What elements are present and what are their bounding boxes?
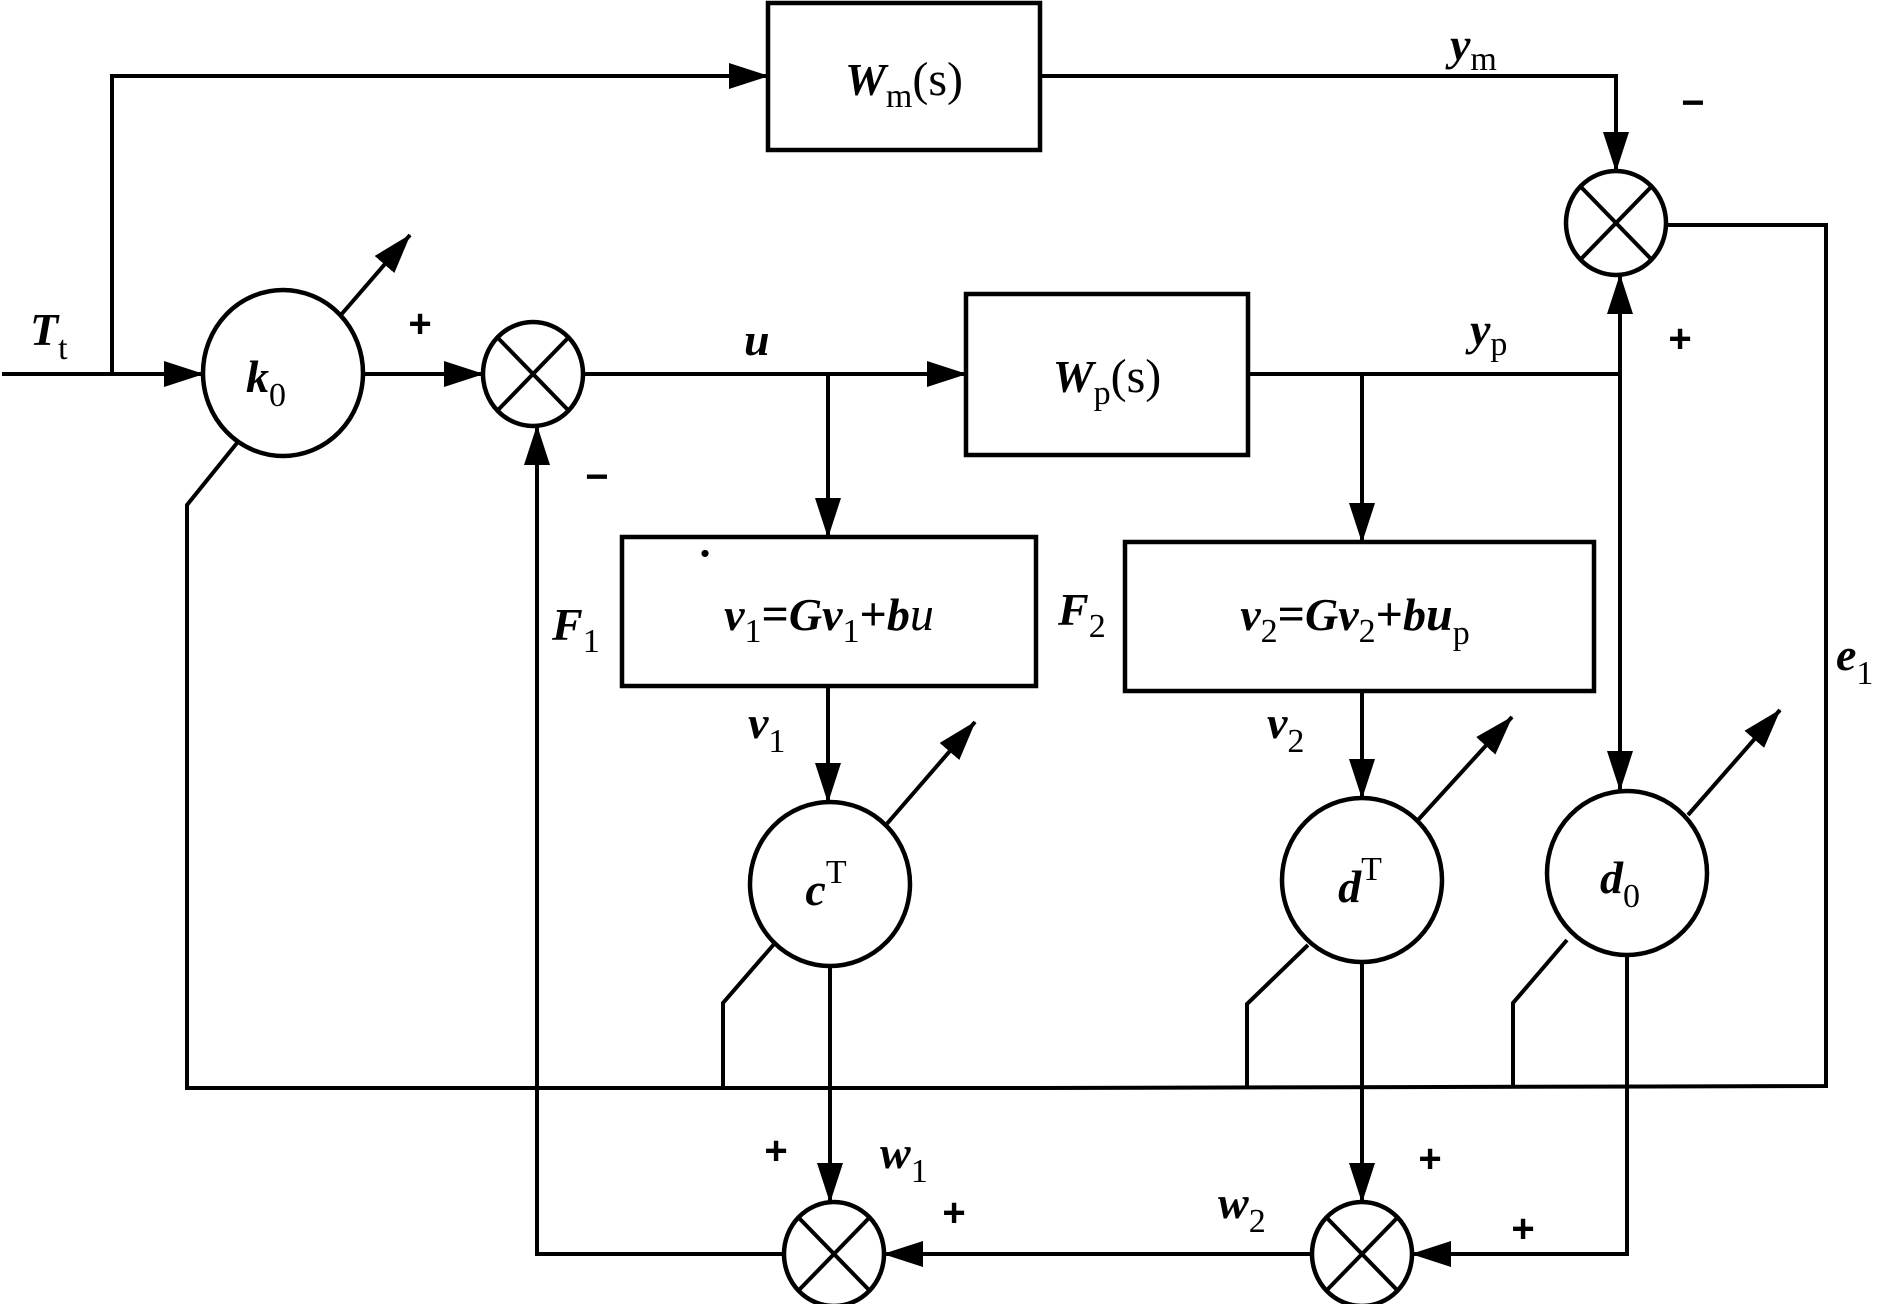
w2-junction-right-plus-sign: + [1511,1207,1534,1251]
filter2-label: F2 [1057,584,1106,645]
w1-junction-top-plus-sign: + [764,1129,787,1173]
signal-tt-label: Tt [30,304,68,367]
junction-w2 [1309,1199,1415,1304]
plant-label: Wp(s) [1053,350,1162,412]
gain-dt: dT [1279,795,1445,965]
w2-junction-top-plus-sign: + [1418,1137,1441,1181]
wire-w1-feedback [524,425,784,1256]
signal-w2-label: w2 [1218,1177,1266,1240]
dt-adjust-arrow [1416,715,1514,822]
wire-e1 [185,223,1828,1090]
error-junction-minus-sign: − [1681,81,1704,125]
wire-ct-adapt-tap [721,941,777,1088]
junction-w1 [781,1199,887,1304]
junction-error [1563,168,1669,278]
ct-adjust-arrow [883,720,977,828]
wire-dt-adapt-tap [1245,943,1310,1087]
signal-v1-label: v1 [748,697,785,760]
w1-junction-right-plus-sign: + [942,1191,965,1235]
signal-w1-label: w1 [880,1127,928,1190]
gain-k0: k0 [200,287,366,459]
junction-input [480,319,586,429]
gain-dt-label: dT [1338,851,1382,912]
filter1-label: F1 [551,599,600,660]
gain-d0: d0 [1544,788,1710,958]
input-junction-plus-sign: + [408,302,431,346]
wires [2,63,1828,1267]
filter2-block: v2=Gv2+bup F2 [1057,539,1597,694]
wire-tt-to-wm [110,63,769,374]
signal-u-label: u [744,314,770,365]
filter1-block: v1=Gv1+bu ˙ F1 [551,534,1039,689]
plant-block: Wp(s) [963,291,1251,458]
wire-ym [1040,74,1629,172]
signal-v2-label: v2 [1267,697,1304,760]
reference-model-label: Wm(s) [845,53,963,115]
input-junction-minus-sign: − [585,455,608,499]
reference-model-block: Wm(s) [765,0,1043,153]
gain-ct-label: cT [805,854,846,915]
filter1-equation: v1=Gv1+bu [724,588,934,650]
wire-d0-out [1411,955,1629,1267]
error-junction-plus-sign: + [1668,317,1691,361]
gain-d0-label: d0 [1600,852,1640,915]
k0-adjust-arrow [338,233,412,318]
wire-d0-adapt-tap [1511,938,1569,1087]
signal-yp-label: yp [1465,304,1507,363]
gain-ct: cT [747,799,913,969]
d0-adjust-arrow [1686,708,1782,817]
gain-k0-label: k0 [246,351,286,414]
filter1-derivative-dot: ˙ [697,541,713,594]
filter2-equation: v2=Gv2+bup [1240,588,1469,652]
signal-e1-label: e1 [1836,629,1873,692]
signal-ym-label: ym [1445,19,1497,78]
